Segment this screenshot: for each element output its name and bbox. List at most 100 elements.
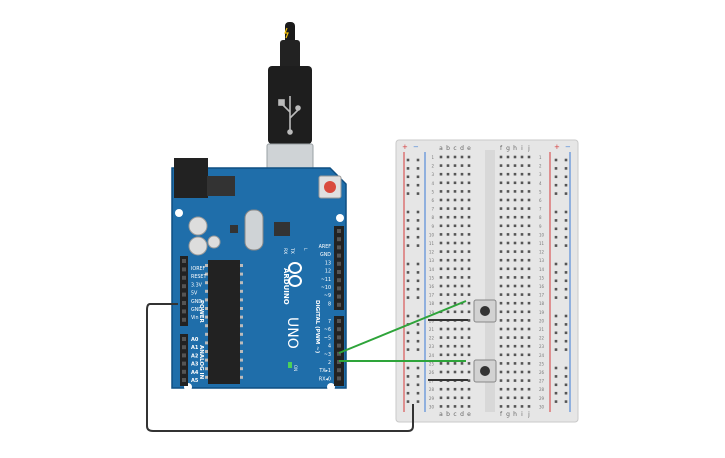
breadboard-hole[interactable] <box>453 405 457 408</box>
breadboard-hole[interactable] <box>506 172 510 176</box>
breadboard-hole[interactable] <box>439 155 443 159</box>
breadboard-hole[interactable] <box>460 267 464 271</box>
breadboard-hole[interactable] <box>520 258 524 262</box>
breadboard-hole[interactable] <box>506 379 510 382</box>
breadboard-hole[interactable] <box>467 301 471 305</box>
breadboard-hole[interactable] <box>499 293 503 296</box>
rail-hole[interactable] <box>554 339 558 343</box>
rail-hole[interactable] <box>554 287 558 291</box>
rail-hole[interactable] <box>406 339 410 343</box>
rail-hole[interactable] <box>564 296 568 299</box>
breadboard-hole[interactable] <box>513 396 517 400</box>
breadboard-hole[interactable] <box>453 344 457 348</box>
rail-hole[interactable] <box>564 219 568 222</box>
rail-hole[interactable] <box>564 271 568 274</box>
rail-hole[interactable] <box>564 175 568 179</box>
breadboard-hole[interactable] <box>506 276 510 279</box>
breadboard-hole[interactable] <box>499 396 503 400</box>
rail-hole[interactable] <box>554 158 558 162</box>
breadboard-hole[interactable] <box>439 284 443 288</box>
pushbutton-1[interactable] <box>473 299 497 323</box>
breadboard-hole[interactable] <box>467 362 471 365</box>
rail-hole[interactable] <box>554 375 558 378</box>
breadboard-hole[interactable] <box>460 198 464 202</box>
breadboard-hole[interactable] <box>499 267 503 271</box>
breadboard-hole[interactable] <box>439 224 443 228</box>
breadboard-hole[interactable] <box>446 327 450 331</box>
breadboard-hole[interactable] <box>520 155 524 159</box>
breadboard-hole[interactable] <box>513 310 517 314</box>
breadboard-hole[interactable] <box>467 181 471 185</box>
breadboard-hole[interactable] <box>446 362 450 365</box>
rail-hole[interactable] <box>554 175 558 179</box>
breadboard-hole[interactable] <box>527 233 531 236</box>
breadboard-hole[interactable] <box>460 284 464 288</box>
breadboard-hole[interactable] <box>520 370 524 374</box>
rail-hole[interactable] <box>406 244 410 247</box>
rail-hole[interactable] <box>406 167 410 170</box>
breadboard-hole[interactable] <box>520 293 524 296</box>
breadboard-hole[interactable] <box>527 207 531 210</box>
rail-hole[interactable] <box>406 383 410 387</box>
breadboard-hole[interactable] <box>460 327 464 331</box>
rail-hole[interactable] <box>406 227 410 231</box>
rail-hole[interactable] <box>554 323 558 326</box>
breadboard-hole[interactable] <box>513 233 517 236</box>
breadboard-hole[interactable] <box>460 250 464 253</box>
rail-hole[interactable] <box>564 244 568 247</box>
breadboard-hole[interactable] <box>446 396 450 400</box>
pushbutton-2[interactable] <box>473 359 497 383</box>
rail-hole[interactable] <box>564 339 568 343</box>
breadboard-hole[interactable] <box>520 327 524 331</box>
header-pin[interactable] <box>337 327 341 332</box>
breadboard-hole[interactable] <box>460 190 464 193</box>
breadboard-hole[interactable] <box>520 215 524 219</box>
rail-hole[interactable] <box>554 296 558 299</box>
rail-hole[interactable] <box>416 296 420 299</box>
breadboard-hole[interactable] <box>446 164 450 167</box>
breadboard-hole[interactable] <box>527 379 531 382</box>
breadboard-hole[interactable] <box>513 319 517 322</box>
rail-hole[interactable] <box>564 158 568 162</box>
breadboard-hole[interactable] <box>446 233 450 236</box>
rail-hole[interactable] <box>554 400 558 403</box>
breadboard-hole[interactable] <box>446 215 450 219</box>
breadboard-hole[interactable] <box>439 370 443 374</box>
breadboard-hole[interactable] <box>527 258 531 262</box>
header-pin[interactable] <box>337 270 341 274</box>
rail-hole[interactable] <box>406 279 410 283</box>
reset-button-icon[interactable] <box>318 175 342 199</box>
breadboard-hole[interactable] <box>527 181 531 185</box>
header-pin[interactable] <box>182 369 186 374</box>
breadboard-hole[interactable] <box>527 353 531 357</box>
breadboard-hole[interactable] <box>506 267 510 271</box>
breadboard-hole[interactable] <box>506 224 510 228</box>
header-pin[interactable] <box>182 284 186 289</box>
breadboard-hole[interactable] <box>527 215 531 219</box>
rail-hole[interactable] <box>406 314 410 318</box>
breadboard-hole[interactable] <box>499 284 503 288</box>
breadboard-hole[interactable] <box>460 155 464 159</box>
breadboard-hole[interactable] <box>446 370 450 374</box>
breadboard-hole[interactable] <box>527 396 531 400</box>
rail-hole[interactable] <box>554 262 558 266</box>
breadboard-hole[interactable] <box>520 284 524 288</box>
breadboard-hole[interactable] <box>460 396 464 400</box>
breadboard-hole[interactable] <box>499 405 503 408</box>
breadboard-hole[interactable] <box>453 258 457 262</box>
header-pin[interactable] <box>337 253 341 258</box>
breadboard-hole[interactable] <box>499 215 503 219</box>
breadboard-hole[interactable] <box>467 198 471 202</box>
breadboard-hole[interactable] <box>439 198 443 202</box>
breadboard-hole[interactable] <box>499 207 503 210</box>
header-pin[interactable] <box>337 376 341 381</box>
rail-hole[interactable] <box>406 183 410 187</box>
breadboard-hole[interactable] <box>453 362 457 365</box>
breadboard-hole[interactable] <box>513 327 517 331</box>
wire-pin3-to-button1[interactable] <box>338 300 467 354</box>
breadboard-hole[interactable] <box>460 207 464 210</box>
breadboard-hole[interactable] <box>439 215 443 219</box>
breadboard-hole[interactable] <box>467 241 471 245</box>
breadboard-hole[interactable] <box>446 387 450 391</box>
breadboard-hole[interactable] <box>506 207 510 210</box>
